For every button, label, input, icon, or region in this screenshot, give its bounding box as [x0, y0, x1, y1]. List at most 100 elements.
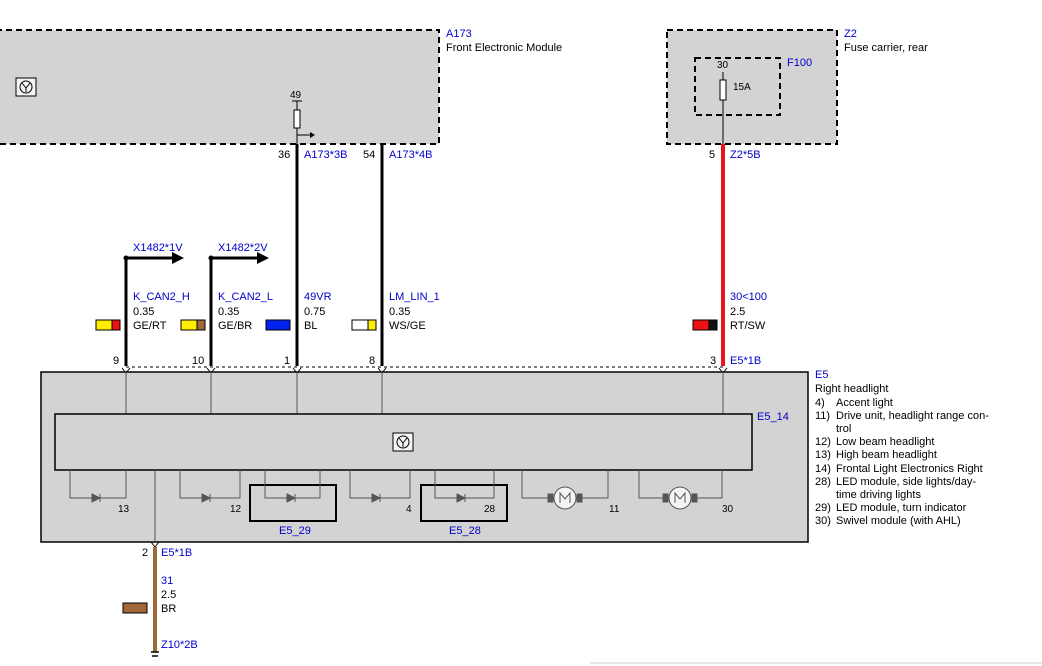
- legend-num: 14): [815, 463, 831, 475]
- legend-text: High beam headlight: [836, 449, 937, 461]
- wire-k-can2-h: X1482*1V K_CAN2_H 0.35 GE/RT 9: [95, 242, 190, 367]
- component-number: 11: [609, 504, 620, 515]
- wire-color-code: GE/RT: [133, 320, 167, 332]
- e5-29-label: E5_29: [279, 525, 311, 537]
- led-icon: [91, 493, 102, 503]
- wire-color-code: GE/BR: [218, 320, 252, 332]
- wire-49vr: 49VR 0.75 BL 1: [265, 144, 332, 367]
- legend-text-cont: trol: [836, 423, 851, 435]
- ground-icon: [151, 651, 159, 657]
- wire-color-swatch: [180, 319, 206, 331]
- legend-num: 11): [815, 410, 830, 422]
- led-12: 12: [179, 470, 242, 515]
- wire-color-code: RT/SW: [730, 320, 766, 332]
- e5-pin-label: 2: [142, 547, 148, 559]
- led-icon: [201, 493, 212, 503]
- e5-pin-label: 9: [113, 355, 119, 367]
- component-number: 13: [118, 504, 130, 515]
- component-number: 4: [406, 504, 412, 515]
- motor-icon: [668, 486, 692, 510]
- control-unit-icon: [392, 432, 414, 452]
- component-number: 30: [722, 504, 734, 515]
- led-13: 13: [69, 470, 130, 515]
- pin-36-label: 36: [278, 149, 290, 161]
- wire-color-code: BL: [304, 320, 317, 332]
- module-a173: A173 Front Electronic Module 49: [0, 28, 562, 145]
- e5-connector-label: E5*1B: [730, 355, 761, 367]
- motor-30: 30: [638, 470, 734, 515]
- wire-name: 31: [161, 575, 173, 587]
- legend-num: 28): [815, 476, 831, 488]
- module-e5: E5_14 13 12 E5_29 4: [40, 371, 809, 543]
- internal-pin-49-label: 49: [290, 90, 302, 101]
- wire-dest-connector: X1482*2V: [218, 242, 268, 254]
- e5-pin-label: 3: [710, 355, 716, 367]
- wire-color-swatch: [122, 602, 148, 614]
- fuse-rating: 15A: [733, 82, 751, 93]
- led-4: 4: [349, 470, 412, 515]
- e5-28-box: [420, 484, 508, 522]
- legend-num: 4): [815, 397, 825, 409]
- wire-color-swatch: [95, 319, 121, 331]
- e5-14-label: E5_14: [757, 411, 789, 423]
- fuse-f100-box: [694, 57, 781, 116]
- led-29: E5_29: [249, 470, 337, 537]
- pin-54-label: 54: [363, 149, 375, 161]
- module-z2-id: Z2: [844, 28, 857, 40]
- arrow-right-icon: [172, 252, 184, 264]
- e5-pin-label: 8: [369, 355, 375, 367]
- wire-name: LM_LIN_1: [389, 291, 440, 303]
- control-unit-icon: [15, 77, 37, 97]
- wire-color-swatch: [265, 319, 291, 331]
- module-z2-box: [666, 29, 838, 145]
- motor-icon: [553, 486, 577, 510]
- legend-num: 29): [815, 502, 831, 514]
- e5-pin-label: 10: [192, 355, 204, 367]
- component-number: 28: [484, 504, 496, 515]
- connector-a173-4b: A173*4B: [389, 149, 432, 161]
- wire-name: K_CAN2_L: [218, 291, 273, 303]
- module-a173-box: [0, 29, 440, 145]
- wire-k-can2-l: X1482*2V K_CAN2_L 0.35 GE/BR 10: [180, 242, 273, 367]
- e5-pin-label: 1: [284, 355, 290, 367]
- fuse-icon: [719, 79, 727, 101]
- legend-text-cont: time driving lights: [836, 489, 921, 501]
- connector-z2-5b: Z2*5B: [730, 149, 761, 161]
- wire-gauge: 0.75: [304, 306, 325, 318]
- internal-switch-49: 49: [290, 90, 315, 144]
- wire-name: 30<100: [730, 291, 767, 303]
- wire-color-code: WS/GE: [389, 320, 426, 332]
- module-e5-name: Right headlight: [815, 383, 888, 395]
- wire-lm-lin-1: LM_LIN_1 0.35 WS/GE 8: [351, 144, 440, 367]
- module-z2: 30 15A F100 Z2 Fuse carrier, rear: [666, 28, 928, 145]
- led-icon: [286, 493, 297, 503]
- e5-29-box: [249, 484, 337, 522]
- arrow-right-icon: [257, 252, 269, 264]
- wire-color-code: BR: [161, 603, 176, 615]
- led-icon: [371, 493, 382, 503]
- wire-gauge: 0.35: [218, 306, 239, 318]
- legend-num: 30): [815, 515, 831, 527]
- module-a173-name: Front Electronic Module: [446, 42, 562, 54]
- module-e5-id: E5: [815, 369, 828, 381]
- wire-color-swatch: [692, 319, 718, 331]
- led-icon: [456, 493, 467, 503]
- e5-legend: E5 Right headlight 4) Accent light 11) D…: [815, 369, 989, 527]
- e5-28-label: E5_28: [449, 525, 481, 537]
- legend-num: 13): [815, 449, 831, 461]
- fuse-id: F100: [787, 57, 812, 69]
- wire-gauge: 2.5: [161, 589, 176, 601]
- legend-num: 12): [815, 436, 831, 448]
- legend-text: LED module, side lights/day-: [836, 476, 976, 488]
- wire-gauge: 0.35: [133, 306, 154, 318]
- wire-name: K_CAN2_H: [133, 291, 190, 303]
- module-z2-name: Fuse carrier, rear: [844, 42, 928, 54]
- ground-dest-connector: Z10*2B: [161, 639, 198, 651]
- wire-gauge: 0.35: [389, 306, 410, 318]
- wire-gauge: 2.5: [730, 306, 745, 318]
- module-a173-id: A173: [446, 28, 472, 40]
- component-number: 12: [230, 504, 242, 515]
- wire-name: 49VR: [304, 291, 332, 303]
